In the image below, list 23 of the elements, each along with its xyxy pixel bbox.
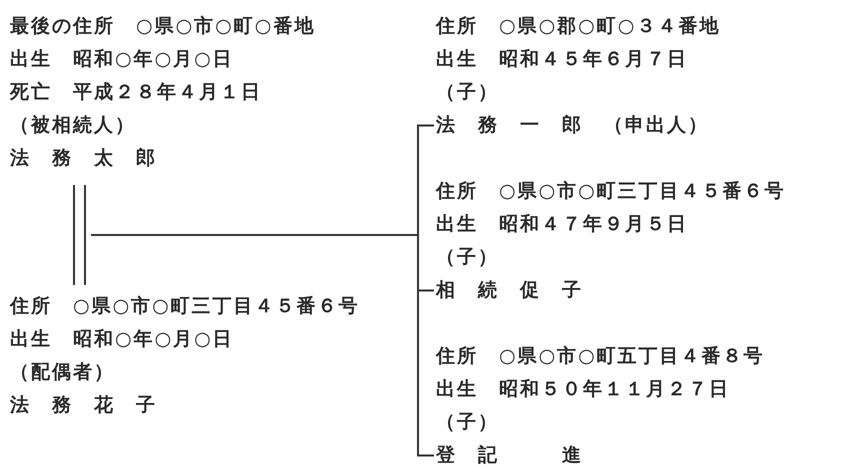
address-text: 住所 ○県○市○町五丁目４番８号 (436, 344, 765, 369)
birth-date-text: 出生 昭和４７年９月５日 (436, 212, 689, 237)
birth-date-text: 出生 昭和○年○月○日 (10, 327, 235, 352)
address-text: 住所 ○県○郡○町○３４番地 (436, 14, 720, 39)
relation-label: （子） (436, 410, 500, 435)
relation-label: （配偶者） (10, 360, 116, 385)
marriage-double-line (73, 185, 86, 285)
birth-date-text: 出生 昭和５０年１１月２７日 (436, 377, 731, 402)
birth-date-text: 出生 昭和４５年６月７日 (436, 47, 689, 72)
descent-line (91, 234, 434, 456)
address-text: 住所 ○県○市○町三丁目４５番６号 (436, 179, 786, 204)
relation-label: （子） (436, 80, 500, 105)
person-name: 法 務 太 郎 (10, 146, 158, 171)
person-name: 法 務 花 子 (10, 393, 158, 418)
person-name: 登 記 進 (436, 443, 584, 468)
address-text: 住所 ○県○市○町三丁目４５番６号 (10, 294, 360, 319)
relation-label: （子） (436, 245, 500, 270)
death-date-text: 死亡 平成２８年４月１日 (10, 80, 263, 105)
birth-date-text: 出生 昭和○年○月○日 (10, 47, 235, 72)
person-name: 相 続 促 子 (436, 278, 584, 303)
relation-label: （被相続人） (10, 113, 137, 138)
address-text: 最後の住所 ○県○市○町○番地 (10, 14, 316, 39)
person-name: 法 務 一 郎 （申出人） (436, 113, 710, 138)
